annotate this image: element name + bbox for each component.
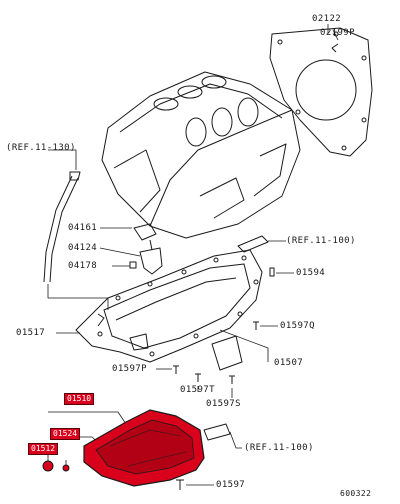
drain-gasket [62, 464, 70, 472]
bolt-02199p [331, 43, 339, 53]
part-label-01510-highlighted[interactable]: 01510 [64, 393, 95, 405]
part-label-01512-highlighted[interactable]: 01512 [28, 443, 59, 455]
lower-oil-pan [83, 409, 205, 487]
part-label-01517: 01517 [16, 328, 46, 338]
part-label-01524-highlighted[interactable]: 01524 [50, 428, 81, 440]
part-label-01594: 01594 [296, 268, 326, 278]
part-label-01597: 01597 [216, 480, 246, 490]
dipstick-tube [43, 171, 81, 283]
drain-plug [42, 460, 54, 472]
part-label-01597p: 01597P [112, 364, 147, 374]
engine-block [101, 71, 301, 239]
pipe-lower [203, 423, 231, 441]
ref-label-11-100-bottom: (REF.11-100) [244, 443, 314, 453]
pipe-upper [237, 235, 269, 253]
oil-strainer [129, 223, 163, 275]
part-label-01597t: 01597T [180, 385, 215, 395]
bolt-01597q [253, 321, 259, 330]
bolt-01597s [229, 375, 235, 384]
plug-01594 [269, 267, 275, 277]
bolt-01597p [173, 365, 179, 374]
part-label-04124: 04124 [68, 243, 98, 253]
part-label-04161: 04161 [68, 223, 98, 233]
part-label-01597s: 01597S [206, 399, 241, 409]
part-label-02122: 02122 [312, 14, 342, 24]
baffle-plate [211, 335, 243, 371]
upper-oil-pan [75, 249, 263, 363]
part-label-01507: 01507 [274, 358, 304, 368]
part-label-01597q: 01597Q [280, 321, 315, 331]
ref-label-11-100-top: (REF.11-100) [286, 236, 356, 246]
ref-label-11-130: (REF.11-130) [6, 143, 76, 153]
part-label-02199p: 02199P [320, 28, 355, 38]
bolt-01597 [176, 479, 184, 490]
part-label-04178: 04178 [68, 261, 98, 271]
bolt-01597t [195, 373, 201, 382]
rear-plate [269, 27, 373, 157]
diagram-code: 600322 [340, 489, 372, 498]
